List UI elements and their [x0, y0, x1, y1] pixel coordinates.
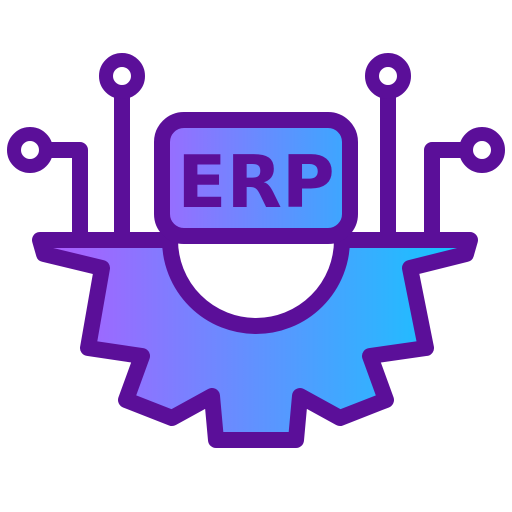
circuit-lines — [36, 82, 476, 240]
circuit-node-left-outer — [7, 127, 53, 173]
gear-shape — [32, 232, 478, 448]
circuit-node-right-outer — [459, 127, 505, 173]
erp-label: ERP — [177, 140, 334, 224]
circuit-node-left-inner — [99, 53, 145, 99]
circuit-line-right-outer — [424, 142, 476, 240]
circuit-nodes — [7, 53, 505, 173]
erp-box — [154, 112, 358, 244]
circuit-line-left-outer — [36, 142, 88, 240]
circuit-node-right-inner — [365, 53, 411, 99]
